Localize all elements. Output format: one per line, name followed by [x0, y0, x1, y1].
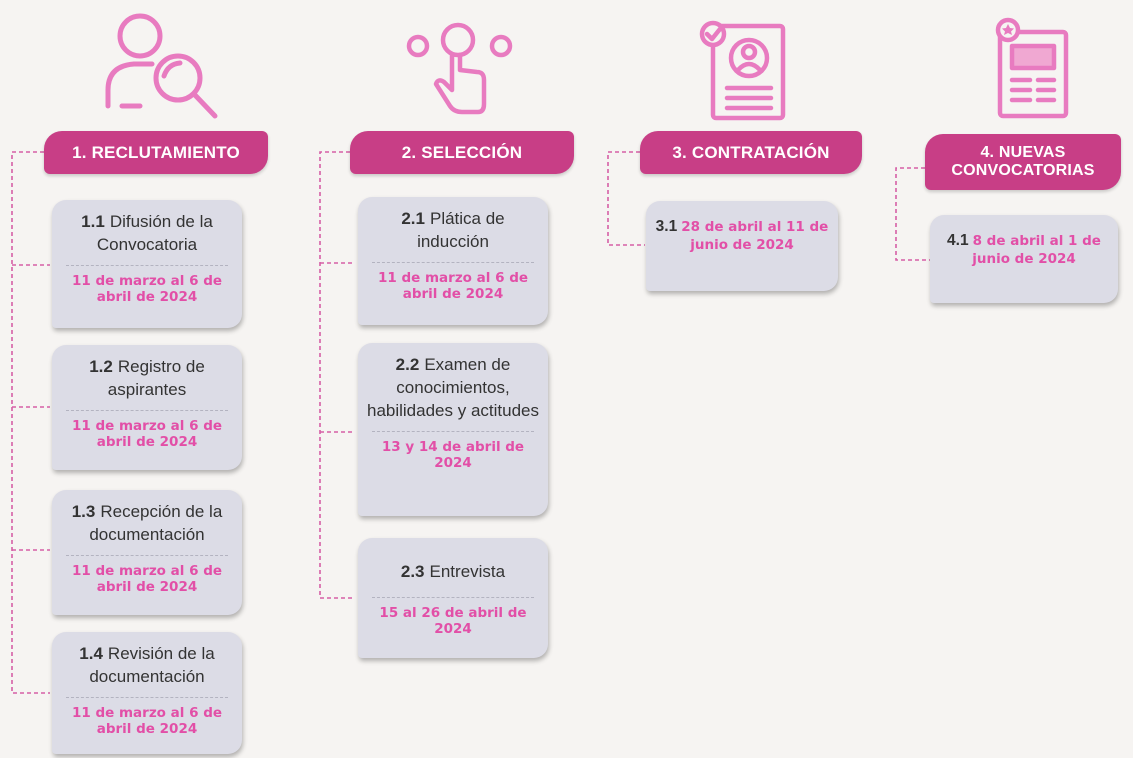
dashed-divider — [66, 697, 228, 698]
step-number: 1.3 — [71, 502, 96, 521]
step-number: 1.1 — [81, 212, 105, 231]
step-label: Examen de conocimientos, habilidades y a… — [366, 355, 539, 420]
contract-profile-icon — [699, 20, 786, 121]
phase-nuevas-convocatorias-header: 4. NUEVAS CONVOCATORIAS — [925, 134, 1121, 190]
step-number: 3.1 — [655, 218, 678, 235]
step-label: Revisión de la documentación — [89, 644, 215, 686]
phase-contratacion-header: 3. CONTRATACIÓN — [640, 131, 862, 174]
dashed-divider — [372, 431, 534, 432]
step-number: 2.1 — [401, 209, 425, 228]
step-label: Plática de inducción — [417, 209, 505, 251]
step-number: 1.4 — [79, 644, 103, 663]
touch-select-icon — [406, 22, 513, 115]
step-label: Entrevista — [429, 562, 506, 581]
dashed-divider — [66, 555, 228, 556]
step-number: 1.2 — [89, 357, 113, 376]
step-date: 11 de marzo al 6 de abril de 2024 — [71, 563, 223, 595]
dashed-divider — [372, 597, 534, 598]
step-date: 28 de abril al 11 de junio de 2024 — [681, 219, 829, 253]
step-label: Recepción de la documentación — [89, 502, 223, 544]
phase-seleccion-header: 2. SELECCIÓN — [350, 131, 574, 174]
dashed-divider — [372, 262, 534, 263]
step-date: 8 de abril al 1 de junio de 2024 — [972, 233, 1101, 267]
dashed-divider — [66, 410, 228, 411]
dashed-divider — [66, 265, 228, 266]
step-date: 11 de marzo al 6 de abril de 2024 — [71, 705, 223, 737]
step-date: 11 de marzo al 6 de abril de 2024 — [71, 418, 223, 450]
step-date: 11 de marzo al 6 de abril de 2024 — [71, 273, 223, 305]
phase-reclutamiento-header: 1. RECLUTAMIENTO — [44, 131, 268, 174]
newsletter-icon — [995, 17, 1069, 119]
step-number: 4.1 — [947, 232, 969, 249]
step-label: Difusión de la Convocatoria — [96, 212, 213, 254]
user-search-icon — [105, 13, 218, 119]
step-number: 2.3 — [400, 562, 425, 581]
step-label: Registro de aspirantes — [107, 357, 205, 399]
step-date: 13 y 14 de abril de 2024 — [381, 439, 525, 471]
step-number: 2.2 — [395, 355, 420, 374]
step-date: 15 al 26 de abril de 2024 — [379, 605, 527, 637]
step-date: 11 de marzo al 6 de abril de 2024 — [377, 270, 529, 302]
